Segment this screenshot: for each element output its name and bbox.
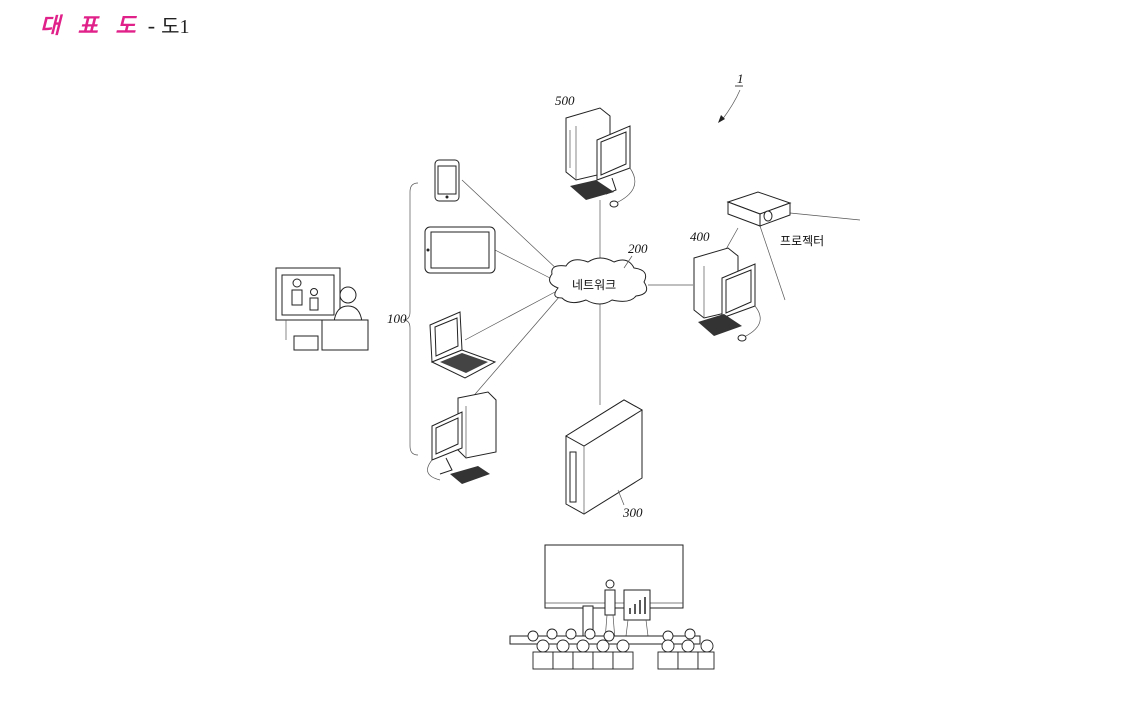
line-desktop-network — [470, 296, 560, 400]
presenter-pc-ref: 400 — [690, 229, 710, 244]
terminal-group-ref: 100 — [387, 311, 407, 326]
system-ref-arrowhead — [718, 115, 725, 123]
desktop-computer-icon — [428, 392, 497, 484]
laptop-icon — [430, 312, 495, 378]
network-label: 네트워크 — [572, 278, 616, 292]
projector-icon — [728, 192, 790, 226]
connection-lines — [462, 180, 860, 405]
projector-label: 프로젝터 — [780, 234, 824, 248]
network-ref: 200 — [628, 241, 648, 256]
admin-computer-icon — [566, 108, 635, 207]
classroom-audience-icon — [510, 545, 714, 669]
admin-pc-ref: 500 — [555, 93, 575, 108]
line-laptop-network — [465, 292, 555, 340]
presenter-computer-icon — [694, 248, 760, 341]
server-ref: 300 — [622, 505, 643, 520]
projection-beam-top — [790, 213, 860, 220]
line-tablet-network — [495, 250, 550, 278]
system-ref-arrow — [722, 90, 740, 120]
system-ref: 1 — [737, 71, 744, 86]
smartphone-icon — [435, 160, 459, 201]
tablet-icon — [425, 227, 495, 273]
server-tower-icon — [566, 400, 642, 514]
lecturer-icon — [276, 268, 368, 350]
